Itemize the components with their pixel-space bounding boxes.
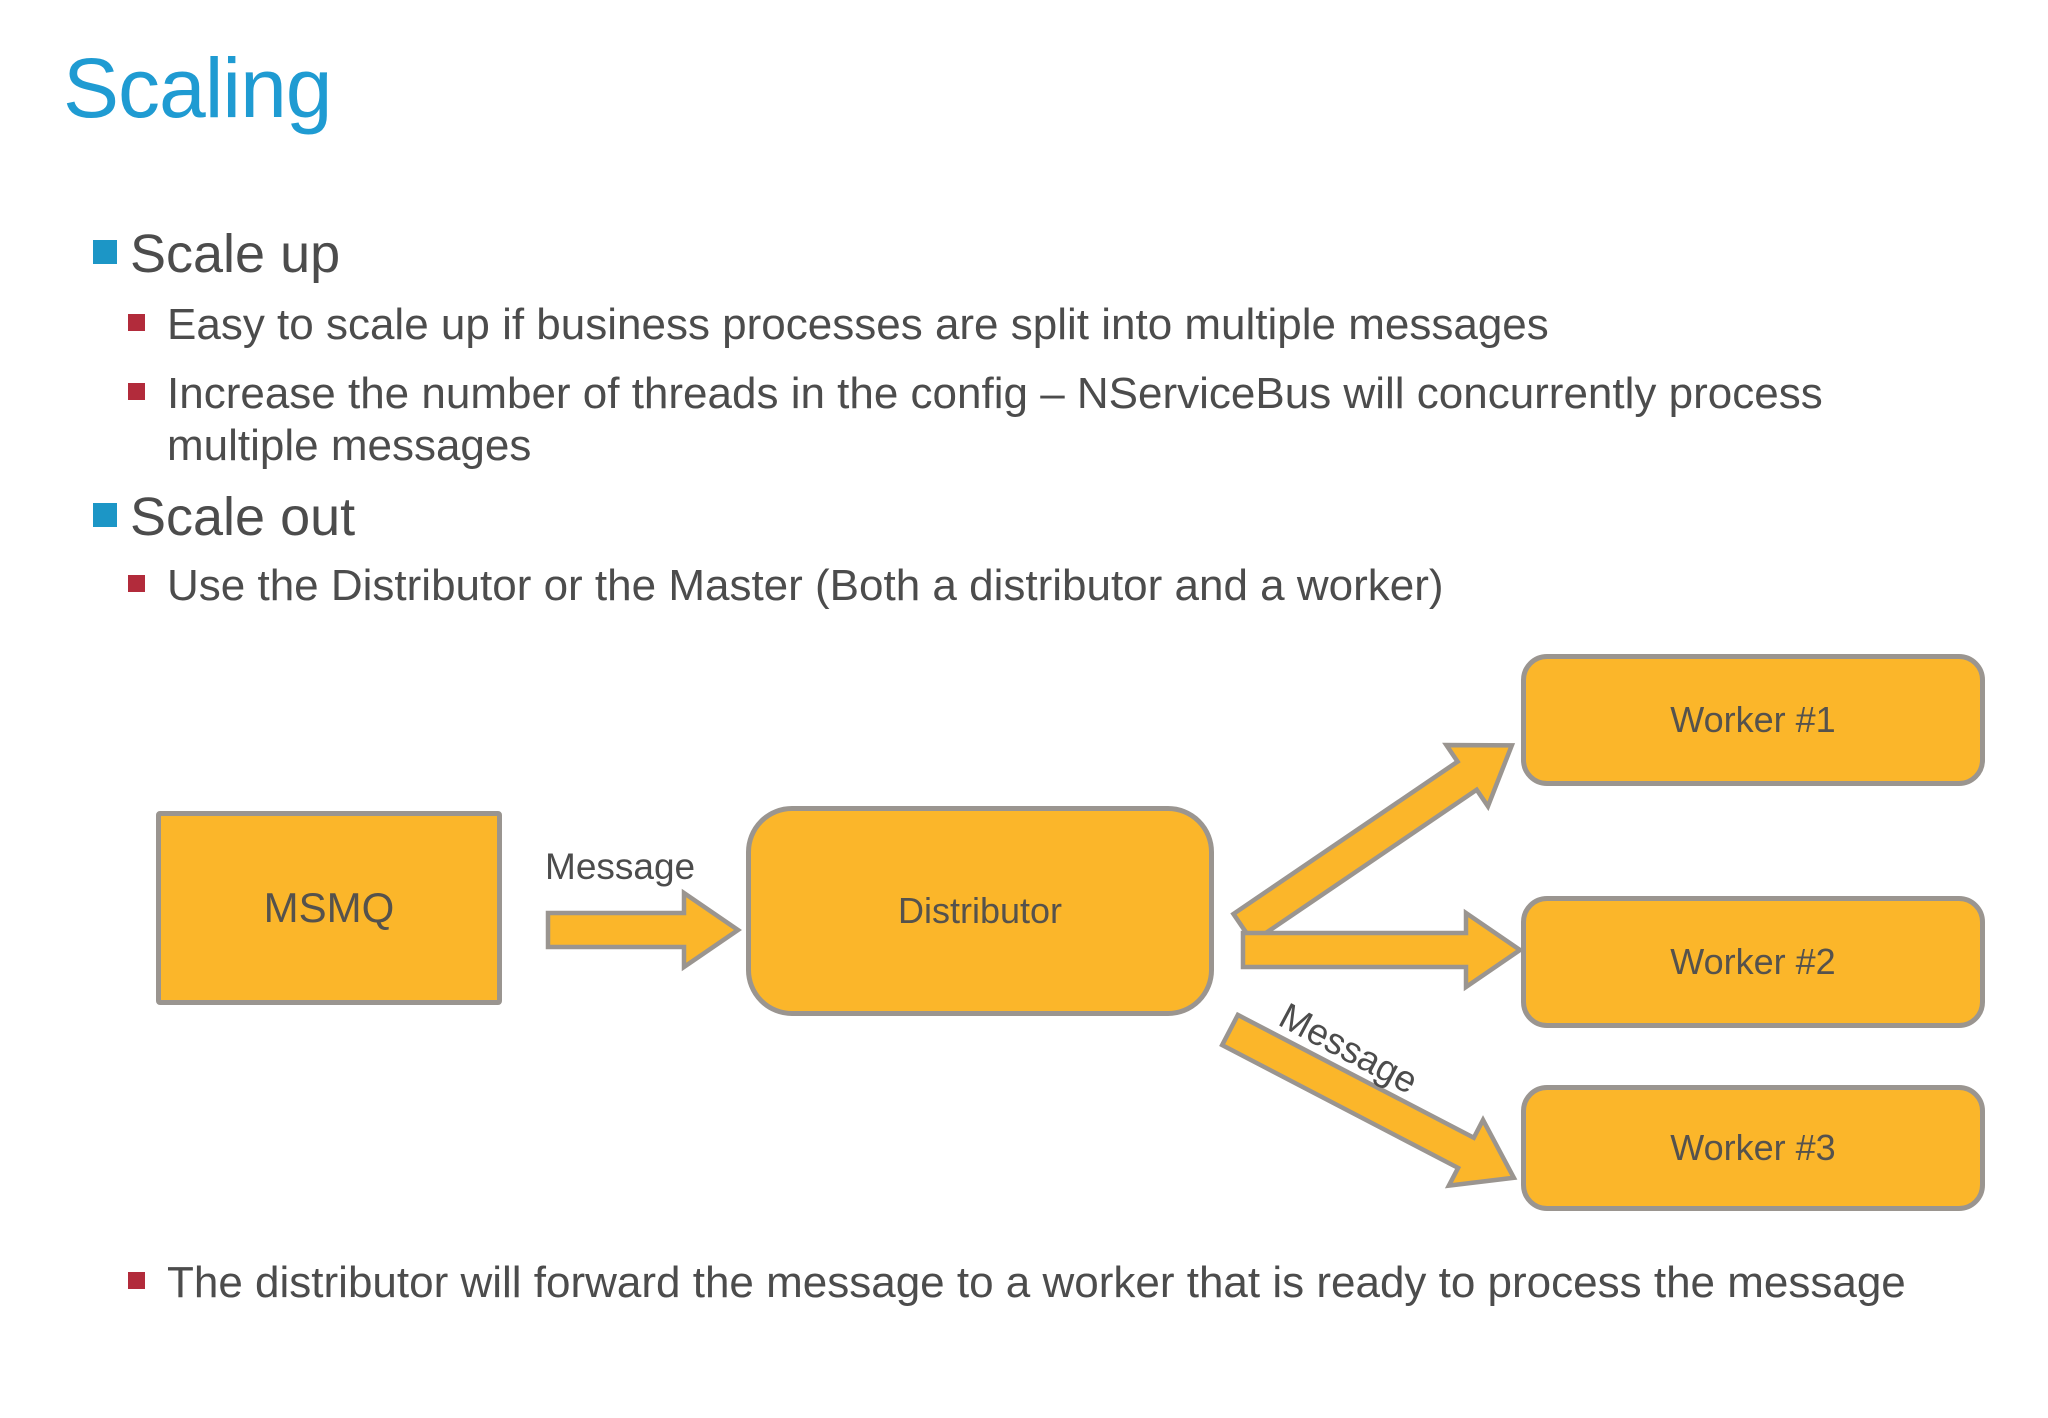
worker1-node: Worker #1 xyxy=(1521,654,1985,786)
bullet-item-scale-up: Scale up xyxy=(93,223,340,285)
bullet-square-blue-icon xyxy=(93,240,117,264)
arrow-msmq-to-distributor xyxy=(545,888,742,972)
worker2-label: Worker #2 xyxy=(1670,941,1836,982)
bullet-text: Scale out xyxy=(130,487,356,547)
msmq-node: MSMQ xyxy=(156,811,502,1005)
bullet-text: Use the Distributor or the Master (Both … xyxy=(167,561,1444,610)
bullet-square-red-icon xyxy=(128,575,145,592)
bullet-item-increase-threads: Increase the number of threads in the co… xyxy=(128,368,1823,472)
edge-label-message-top: Message xyxy=(545,846,696,887)
bullet-text: The distributor will forward the message… xyxy=(167,1258,1906,1307)
page-title: Scaling xyxy=(63,41,333,135)
bullet-square-red-icon xyxy=(128,383,145,400)
edge-label-message-bottom: Message xyxy=(1272,995,1425,1102)
worker3-node: Worker #3 xyxy=(1521,1085,1985,1211)
bullet-text-line1: Increase the number of threads in the co… xyxy=(167,369,1823,418)
bullet-item-forward-message: The distributor will forward the message… xyxy=(128,1257,1906,1309)
worker3-label: Worker #3 xyxy=(1670,1127,1836,1168)
bullet-square-red-icon xyxy=(128,1272,145,1289)
arrow-distributor-to-worker2 xyxy=(1240,908,1524,992)
worker1-label: Worker #1 xyxy=(1670,699,1836,740)
bullet-text: Easy to scale up if business processes a… xyxy=(167,300,1549,349)
arrow-distributor-to-worker3 xyxy=(1219,1011,1518,1189)
arrow-distributor-to-worker1 xyxy=(1230,742,1516,946)
worker2-node: Worker #2 xyxy=(1521,896,1985,1028)
bullet-text-line2: multiple messages xyxy=(167,421,532,470)
bullet-item-scale-out: Scale out xyxy=(93,486,355,548)
bullet-text: Scale up xyxy=(130,224,341,284)
distributor-label: Distributor xyxy=(897,890,1063,931)
msmq-label: MSMQ xyxy=(263,884,395,931)
bullet-item-use-distributor: Use the Distributor or the Master (Both … xyxy=(128,560,1444,612)
bullet-square-red-icon xyxy=(128,314,145,331)
distributor-node: Distributor xyxy=(746,806,1214,1016)
bullet-item-easy-scale: Easy to scale up if business processes a… xyxy=(128,299,1549,351)
bullet-square-blue-icon xyxy=(93,503,117,527)
